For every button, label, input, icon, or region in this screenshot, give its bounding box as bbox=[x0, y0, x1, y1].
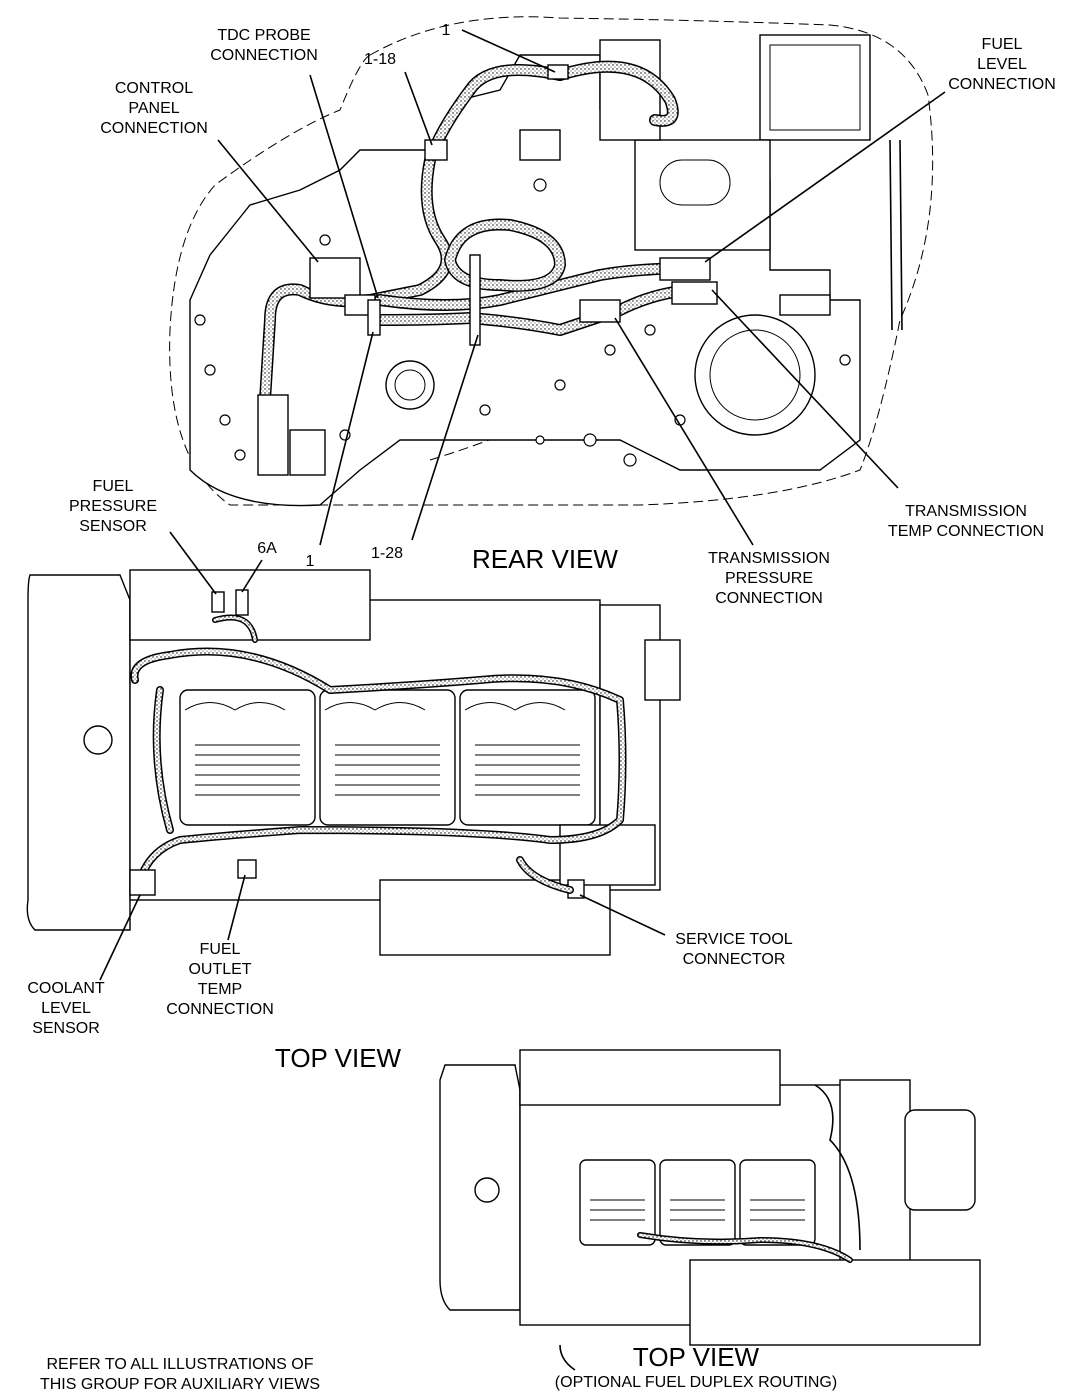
rear-module bbox=[257, 394, 289, 476]
clip-1-bottom bbox=[367, 299, 381, 336]
service-tool-box bbox=[559, 824, 656, 886]
opt-pipe bbox=[559, 1344, 576, 1371]
rear-view-drawing bbox=[169, 16, 934, 507]
label-fuel-pressure-1: FUEL bbox=[93, 478, 134, 495]
label-fuel-pressure-2: PRESSURE bbox=[69, 498, 157, 515]
optional-top-view-drawing bbox=[439, 1049, 981, 1371]
label-coolant-level-1: COOLANT bbox=[27, 980, 105, 997]
label-item-1-18: 1-18 bbox=[364, 51, 396, 68]
opt-oil-pan bbox=[689, 1259, 981, 1346]
rear-bracket bbox=[779, 294, 831, 316]
clip-1-18 bbox=[424, 139, 448, 161]
label-fuel-outlet-4: CONNECTION bbox=[166, 1001, 274, 1018]
rear-plate-slot bbox=[659, 159, 731, 206]
top-front-plug bbox=[83, 725, 113, 755]
label-control-panel-2: PANEL bbox=[128, 100, 179, 117]
item-6a-fitting bbox=[235, 589, 249, 616]
rear-flywheel bbox=[694, 314, 816, 436]
optional-top-view-subtitle: (OPTIONAL FUEL DUPLEX ROUTING) bbox=[555, 1374, 837, 1391]
opt-front-plug bbox=[474, 1177, 500, 1203]
label-fuel-outlet-1: FUEL bbox=[200, 941, 241, 958]
opt-rear-bracket bbox=[904, 1109, 976, 1211]
transmission-temp-connector bbox=[671, 281, 718, 305]
opt-valve-covers bbox=[579, 1159, 816, 1246]
label-transmission-temp-2: TEMP CONNECTION bbox=[888, 523, 1044, 540]
rear-module-plug bbox=[289, 429, 326, 476]
label-fuel-level-1: FUEL bbox=[982, 36, 1023, 53]
rear-fitting bbox=[519, 129, 561, 161]
label-service-tool-2: CONNECTOR bbox=[683, 951, 786, 968]
top-front-housing bbox=[26, 574, 131, 931]
optional-labels: TOP VIEW (OPTIONAL FUEL DUPLEX ROUTING) bbox=[555, 1342, 837, 1391]
label-control-panel-3: CONNECTION bbox=[100, 120, 208, 137]
optional-top-view-title: TOP VIEW bbox=[633, 1342, 760, 1372]
clip-1-top bbox=[547, 64, 569, 80]
rear-plate bbox=[634, 139, 771, 251]
coolant-level-sensor bbox=[129, 869, 156, 896]
top-leader-lines bbox=[99, 531, 666, 981]
label-item-1-top: 1 bbox=[442, 22, 451, 39]
footnote: REFER TO ALL ILLUSTRATIONS OF THIS GROUP… bbox=[40, 1356, 320, 1393]
label-item-1-bottom: 1 bbox=[306, 553, 315, 570]
label-tdc-probe-2: CONNECTION bbox=[210, 47, 318, 64]
label-fuel-outlet-2: OUTLET bbox=[188, 961, 251, 978]
label-transmission-pressure-1: TRANSMISSION bbox=[708, 550, 830, 567]
label-fuel-outlet-3: TEMP bbox=[198, 981, 242, 998]
fuel-pressure-sensor bbox=[211, 591, 225, 613]
label-transmission-temp-1: TRANSMISSION bbox=[905, 503, 1027, 520]
label-coolant-level-3: SENSOR bbox=[32, 1020, 100, 1037]
label-tdc-probe-1: TDC PROBE bbox=[217, 27, 310, 44]
footnote-line-1: REFER TO ALL ILLUSTRATIONS OF bbox=[46, 1356, 313, 1373]
label-coolant-level-2: LEVEL bbox=[41, 1000, 91, 1017]
top-view-title: TOP VIEW bbox=[275, 1043, 402, 1073]
rear-leader-lines bbox=[217, 29, 946, 546]
rear-fuel-line bbox=[889, 139, 903, 331]
opt-intake bbox=[519, 1049, 781, 1106]
label-control-panel-1: CONTROL bbox=[115, 80, 193, 97]
top-view-drawing bbox=[26, 569, 681, 956]
label-fuel-pressure-3: SENSOR bbox=[79, 518, 147, 535]
control-panel-connector bbox=[309, 257, 361, 299]
fuel-level-connector bbox=[659, 257, 711, 281]
top-rear-bracket bbox=[644, 639, 681, 701]
fuel-outlet-temp-connector bbox=[237, 859, 257, 879]
label-transmission-pressure-3: CONNECTION bbox=[715, 590, 823, 607]
rear-labels: TDC PROBE CONNECTION CONTROL PANEL CONNE… bbox=[100, 22, 1056, 607]
top-labels: FUEL PRESSURE SENSOR 6A COOLANT LEVEL SE… bbox=[27, 478, 792, 1073]
opt-harness bbox=[637, 1084, 861, 1263]
transmission-pressure-connector bbox=[579, 299, 621, 323]
footnote-line-2: THIS GROUP FOR AUXILIARY VIEWS bbox=[40, 1376, 320, 1393]
rear-flywheel-inner bbox=[709, 329, 801, 421]
top-harness bbox=[130, 614, 627, 894]
rear-view-title: REAR VIEW bbox=[472, 544, 618, 574]
label-item-1-28: 1-28 bbox=[371, 545, 403, 562]
top-valve-covers bbox=[179, 689, 596, 826]
rear-bore-inner bbox=[394, 369, 426, 401]
rear-ecm-box bbox=[759, 34, 871, 141]
label-service-tool-1: SERVICE TOOL bbox=[675, 931, 792, 948]
rear-bore bbox=[385, 360, 435, 410]
label-fuel-level-2: LEVEL bbox=[977, 56, 1027, 73]
label-transmission-pressure-2: PRESSURE bbox=[725, 570, 813, 587]
label-fuel-level-3: CONNECTION bbox=[948, 76, 1056, 93]
label-item-6a: 6A bbox=[257, 540, 277, 557]
rear-housing-outline bbox=[169, 16, 934, 506]
rear-valve bbox=[599, 39, 661, 141]
rear-ecm-box-inner bbox=[769, 44, 861, 131]
harness-clip bbox=[469, 254, 481, 346]
